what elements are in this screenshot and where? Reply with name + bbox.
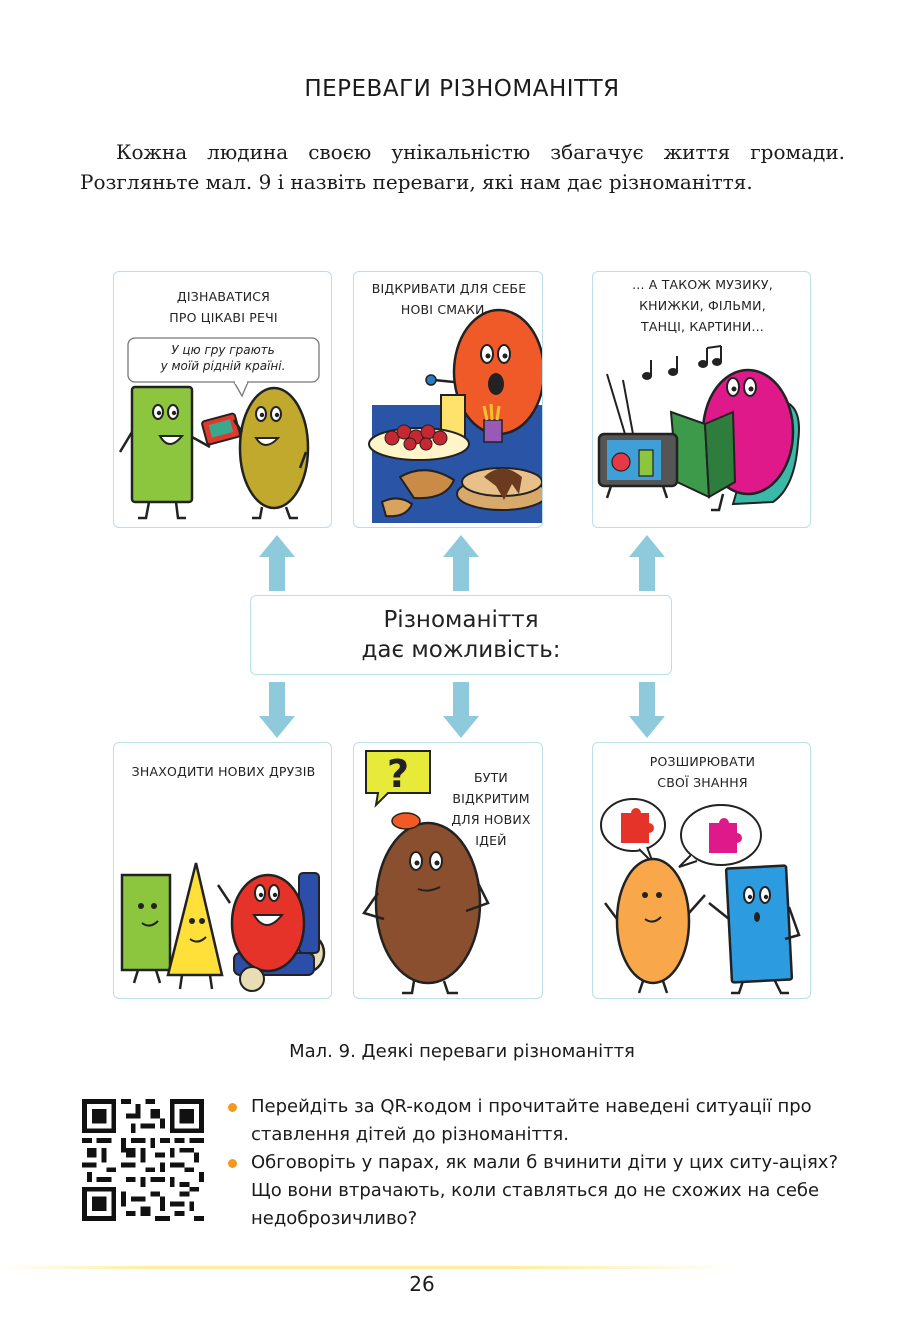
task-list: Перейдіть за QR-кодом і прочитайте навед… [226, 1093, 848, 1233]
music-notes-icon [642, 345, 722, 380]
arrow-up-icon [259, 535, 295, 591]
arrow-down-icon [443, 682, 479, 738]
illustration-music [597, 345, 800, 512]
list-item: Обговоріть у парах, як мали б вчинити ді… [226, 1149, 848, 1233]
panel-tastes-caption: ВІДКРИВАТИ ДЛЯ СЕБЕ НОВІ СМАКИ... [371, 281, 527, 317]
bullet-icon [228, 1103, 237, 1112]
arrow-up-icon [443, 535, 479, 591]
panel-knowledge: РОЗШИРЮВАТИ СВОЇ ЗНАННЯ [592, 742, 811, 999]
speech-line-2: у моїй рідній країні. [160, 359, 286, 373]
intro-paragraph: Кожна людина своєю унікальністю збагачує… [80, 140, 845, 194]
list-item: Перейдіть за QR-кодом і прочитайте навед… [226, 1093, 848, 1149]
arrow-down-icon [259, 682, 295, 738]
speech-line-1: У цю гру грають [171, 343, 275, 357]
qr-code-icon[interactable] [82, 1099, 204, 1221]
panel-ideas: БУТИ ВІДКРИТИМ ДЛЯ НОВИХ ІДЕЙ ? [353, 742, 543, 999]
panel-friends-caption: ЗНАХОДИТИ НОВИХ ДРУЗІВ [131, 764, 316, 779]
center-line-1: Різноманіття [383, 607, 539, 633]
bullet-icon [228, 1159, 237, 1168]
arrow-down-icon [629, 682, 665, 738]
question-mark-icon: ? [387, 752, 409, 796]
figure-caption: Мал. 9. Деякі переваги різноманіття [289, 1041, 635, 1062]
panel-learn-caption: ДІЗНАВАТИСЯ ПРО ЦІКАВІ РЕЧІ [169, 289, 278, 325]
panel-music-caption: ... А ТАКОЖ МУЗИКУ, КНИЖКИ, ФІЛЬМИ, ТАНЦ… [632, 277, 773, 334]
illustration-friends [120, 862, 326, 992]
illustration-knowledge [600, 798, 801, 995]
illustration-ideas: ? [361, 750, 490, 995]
page-title: ПЕРЕВАГИ РІЗНОМАНІТТЯ [304, 76, 620, 102]
panel-ideas-caption: БУТИ ВІДКРИТИМ ДЛЯ НОВИХ ІДЕЙ [451, 770, 531, 848]
panel-learn: ДІЗНАВАТИСЯ ПРО ЦІКАВІ РЕЧІ У цю гру гра… [113, 271, 332, 528]
panel-music: ... А ТАКОЖ МУЗИКУ, КНИЖКИ, ФІЛЬМИ, ТАНЦ… [592, 271, 811, 528]
center-line-2: дає можливість: [361, 637, 561, 663]
center-box: Різноманіття дає можливість: [250, 595, 672, 675]
arrow-up-icon [629, 535, 665, 591]
illustration-learn: У цю гру грають у моїй рідній країні. [118, 337, 320, 520]
panel-friends: ЗНАХОДИТИ НОВИХ ДРУЗІВ [113, 742, 332, 999]
panel-knowledge-caption: РОЗШИРЮВАТИ СВОЇ ЗНАННЯ [649, 754, 756, 790]
illustration-tastes [368, 308, 542, 523]
page-number: 26 [409, 1272, 435, 1296]
footer-divider [0, 1266, 740, 1269]
panel-tastes: ВІДКРИВАТИ ДЛЯ СЕБЕ НОВІ СМАКИ... [353, 271, 543, 528]
